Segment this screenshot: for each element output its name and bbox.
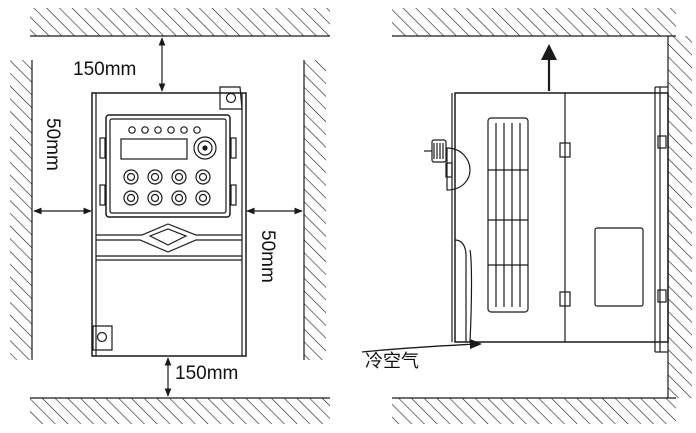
status-leds bbox=[128, 126, 201, 134]
cold-air-intake-arrow bbox=[361, 339, 482, 353]
side-floor bbox=[392, 397, 676, 424]
front-left-wall bbox=[10, 60, 33, 360]
bottom-clearance-label: 150mm bbox=[175, 363, 238, 384]
front-floor bbox=[30, 397, 330, 424]
front-view bbox=[10, 8, 330, 424]
cold-air-label: 冷空气 bbox=[365, 351, 419, 372]
top-clearance-label: 150mm bbox=[73, 59, 136, 80]
vent-slots bbox=[487, 117, 529, 313]
hot-air-outlet-arrow bbox=[541, 44, 557, 91]
side-ceiling bbox=[392, 8, 676, 37]
side-back-wall bbox=[667, 36, 692, 398]
front-right-wall bbox=[303, 60, 326, 360]
front-ceiling bbox=[30, 8, 330, 37]
side-knob bbox=[424, 139, 471, 191]
potentiometer-knob bbox=[193, 136, 217, 160]
keypad-buttons bbox=[123, 169, 211, 206]
device-side bbox=[424, 86, 669, 353]
right-clearance-label: 50mm bbox=[257, 230, 278, 283]
device-front bbox=[91, 86, 247, 357]
nameplate-window bbox=[594, 227, 644, 307]
left-clearance-label: 50mm bbox=[42, 118, 63, 171]
side-view bbox=[361, 8, 692, 424]
led-display bbox=[120, 138, 188, 160]
